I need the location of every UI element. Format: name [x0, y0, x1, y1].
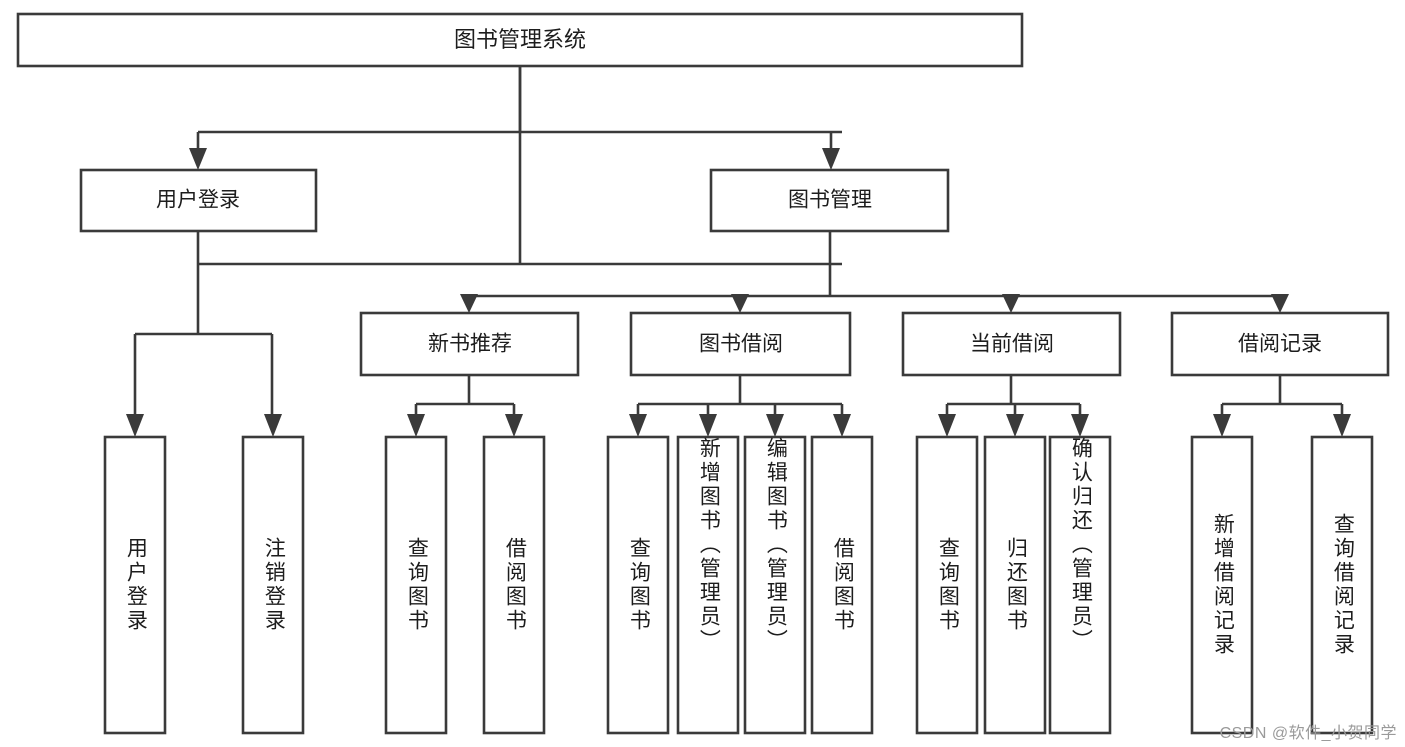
arrow-head-bb-leaf-1	[629, 414, 647, 437]
node-book-borrow-box[interactable]	[629, 311, 852, 377]
arrow-head-cb-leaf-1	[938, 414, 956, 437]
node-book-management[interactable]: 图书管理	[709, 168, 950, 233]
arrow-head-nbr-leaf-1	[407, 414, 425, 437]
node-book-borrow[interactable]: 图书借阅	[629, 311, 852, 377]
node-book-management-box[interactable]	[709, 168, 950, 233]
node-root-box[interactable]	[16, 12, 1024, 68]
leaf-box-confirm-return-admin[interactable]	[1048, 435, 1112, 735]
arrow-head-book-borrow	[731, 294, 749, 313]
node-root-label: 图书管理系统	[454, 27, 586, 52]
leaf-box-logout[interactable]	[241, 435, 305, 735]
arrow-head-bb-leaf-3	[766, 414, 784, 437]
arrow-head-br-leaf-2	[1333, 414, 1351, 437]
arrow-head-cb-leaf-3	[1071, 414, 1089, 437]
arrow-head-bb-leaf-4	[833, 414, 851, 437]
node-book-borrow-label: 图书借阅	[699, 333, 783, 356]
connectors-root-level2	[189, 66, 842, 170]
leaf-box-borrow-book-1[interactable]	[482, 435, 546, 735]
node-user-login-label: 用户登录	[156, 189, 240, 212]
leaf-box-query-borrow-record[interactable]	[1310, 435, 1374, 735]
connectors-user-login-children	[126, 231, 282, 437]
leaf-box-borrow-book-2[interactable]	[810, 435, 874, 735]
node-book-management-label: 图书管理	[788, 189, 872, 212]
connectors-borrow-record-children	[1213, 375, 1351, 437]
node-current-borrow-box[interactable]	[901, 311, 1122, 377]
arrow-head-br-leaf-1	[1213, 414, 1231, 437]
node-new-book-recommend-box[interactable]	[359, 311, 580, 377]
leaf-box-return-book[interactable]	[983, 435, 1047, 735]
connectors-book-mgmt-children	[460, 231, 1289, 313]
leaf-box-query-book-2[interactable]	[606, 435, 670, 735]
watermark-csdn: CSDN @软件_小贺同学	[1219, 725, 1397, 742]
arrow-head-leaf-logout	[264, 414, 282, 437]
leaf-box-user-login[interactable]	[103, 435, 167, 735]
arrow-head-new-book-rec	[460, 294, 478, 313]
leaf-boxes	[103, 435, 1374, 735]
node-borrow-record-label: 借阅记录	[1238, 333, 1322, 356]
connectors-book-borrow-children	[629, 375, 851, 437]
node-current-borrow-label: 当前借阅	[970, 333, 1054, 356]
connectors-current-borrow-children	[938, 375, 1089, 437]
node-root-book-management-system[interactable]: 图书管理系统	[16, 12, 1024, 68]
node-user-login[interactable]: 用户登录	[79, 168, 318, 233]
leaf-box-add-book-admin[interactable]	[676, 435, 740, 735]
connectors-new-book-rec-children	[407, 375, 523, 437]
node-borrow-record[interactable]: 借阅记录	[1170, 311, 1390, 377]
node-new-book-recommend-label: 新书推荐	[428, 333, 512, 356]
arrow-head-bb-leaf-2	[699, 414, 717, 437]
node-borrow-record-box[interactable]	[1170, 311, 1390, 377]
node-current-borrow[interactable]: 当前借阅	[901, 311, 1122, 377]
arrow-head-current-borrow	[1002, 294, 1020, 313]
arrow-head-book-mgmt	[822, 148, 840, 170]
leaf-box-edit-book-admin[interactable]	[743, 435, 807, 735]
arrow-head-nbr-leaf-2	[505, 414, 523, 437]
leaf-box-add-borrow-record[interactable]	[1190, 435, 1254, 735]
node-new-book-recommend[interactable]: 新书推荐	[359, 311, 580, 377]
arrow-head-borrow-record	[1271, 294, 1289, 313]
node-user-login-box[interactable]	[79, 168, 318, 233]
leaf-box-query-book-3[interactable]	[915, 435, 979, 735]
arrow-head-leaf-user-login	[126, 414, 144, 437]
arrow-head-cb-leaf-2	[1006, 414, 1024, 437]
leaf-box-query-book-1[interactable]	[384, 435, 448, 735]
arrow-head-user-login	[189, 148, 207, 170]
